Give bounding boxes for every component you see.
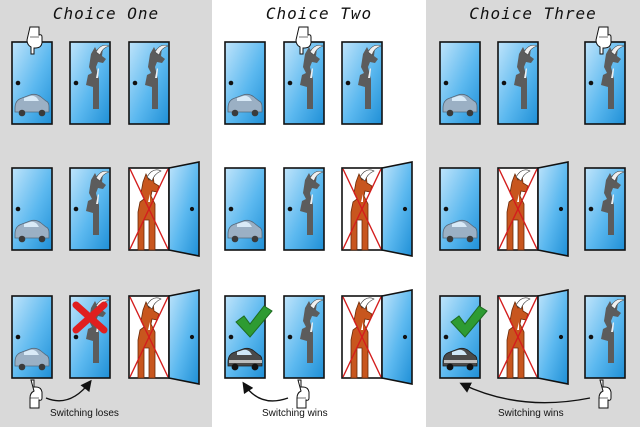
door-closed xyxy=(283,167,325,251)
column-title-one: Choice One xyxy=(52,4,160,23)
door-open-goat xyxy=(497,161,569,257)
door-closed xyxy=(224,295,266,379)
door-closed xyxy=(224,41,266,125)
switch-arrow xyxy=(242,381,289,402)
column-title-three: Choice Three xyxy=(469,4,597,23)
door-closed xyxy=(497,41,539,125)
door-open-goat xyxy=(341,161,413,257)
door-closed xyxy=(584,41,626,125)
door-closed xyxy=(224,167,266,251)
door-closed xyxy=(439,41,481,125)
door-open-goat xyxy=(341,289,413,385)
door-closed xyxy=(584,295,626,379)
caption-choice-two: Switching wins xyxy=(262,408,328,419)
pointing-hand-icon xyxy=(29,379,43,409)
door-closed xyxy=(11,167,53,251)
red-cross-icon xyxy=(72,301,108,334)
door-closed xyxy=(69,41,111,125)
pointing-hand-icon xyxy=(296,379,310,409)
door-closed xyxy=(69,167,111,251)
door-closed xyxy=(283,41,325,125)
door-closed xyxy=(439,295,481,379)
pointing-hand-icon xyxy=(598,379,612,409)
column-title-two: Choice Two xyxy=(265,4,373,23)
door-open-goat xyxy=(128,161,200,257)
switch-arrow xyxy=(459,382,591,404)
column-two-doors xyxy=(224,26,413,409)
door-open-goat xyxy=(497,289,569,385)
door-closed xyxy=(439,167,481,251)
door-open-goat xyxy=(128,289,200,385)
column-three-doors xyxy=(439,26,626,409)
door-closed xyxy=(128,41,170,125)
switch-arrow xyxy=(45,379,92,402)
door-closed xyxy=(11,295,53,379)
caption-choice-three: Switching wins xyxy=(498,408,564,419)
door-closed xyxy=(341,41,383,125)
door-closed xyxy=(584,167,626,251)
column-one-doors xyxy=(11,26,200,409)
door-closed xyxy=(283,295,325,379)
caption-choice-one: Switching loses xyxy=(50,408,119,419)
